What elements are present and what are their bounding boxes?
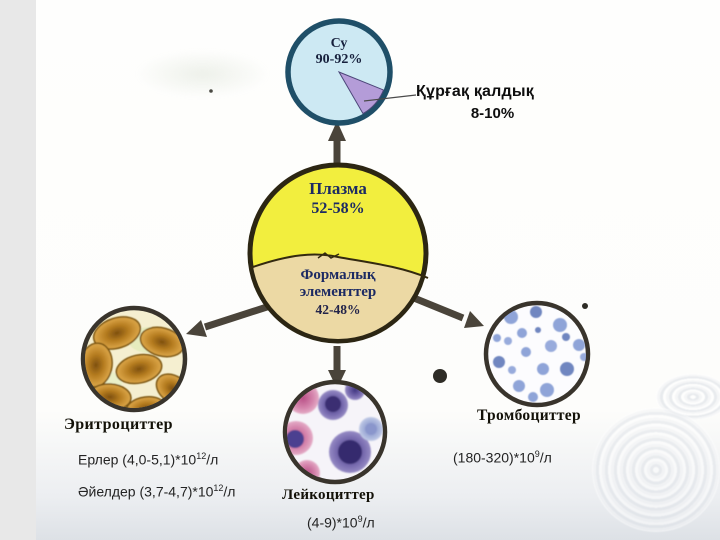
value-unit: /л <box>206 451 219 468</box>
dry-residue-value: 8-10% <box>470 105 515 122</box>
leukocytes-value: (4-9)*109/л <box>307 514 375 531</box>
value-unit: /л <box>539 449 552 466</box>
value-exponent: 12 <box>196 451 207 461</box>
water-label: Су <box>330 36 348 51</box>
thrombocytes-label: Тромбоциттер <box>477 407 581 424</box>
arrow-down-right <box>407 292 465 322</box>
formed-elements-label-line2: элементтер <box>299 284 377 300</box>
value-text: Әйелдер (3,7-4,7)*10 <box>78 483 214 500</box>
arrow-down-left <box>203 302 272 331</box>
left-margin-strip <box>0 0 36 540</box>
thrombocytes-value: (180-320)*109/л <box>453 449 552 466</box>
dry-residue-slice <box>337 70 385 115</box>
value-unit: /л <box>223 483 236 500</box>
erythrocytes-value-men: Ерлер (4,0-5,1)*1012/л <box>78 451 218 468</box>
value-exponent: 9 <box>357 514 363 524</box>
leukocyte-micrograph <box>282 379 388 485</box>
erythrocyte-micrograph <box>80 305 188 413</box>
water-pie-chart <box>285 18 417 126</box>
plasma-value: 52-58% <box>311 200 365 217</box>
value-text: (180-320)*10 <box>453 449 535 466</box>
value-exponent: 12 <box>213 483 224 493</box>
plasma-circle <box>247 162 429 344</box>
formed-elements-value: 42-48% <box>315 302 361 317</box>
value-text: (4-9)*10 <box>307 514 358 531</box>
water-value: 90-92% <box>315 51 363 67</box>
ink-dots <box>209 89 588 383</box>
erythrocytes-label: Эритроциттер <box>64 416 173 433</box>
ripple-decoration-large <box>592 408 720 532</box>
formed-elements-segment <box>252 254 424 339</box>
callout-leader-line <box>363 94 417 102</box>
thrombocyte-micrograph <box>483 300 591 408</box>
thrombocyte-cells <box>493 305 586 402</box>
value-text: Ерлер (4,0-5,1)*10 <box>78 451 197 468</box>
plasma-divider-line <box>249 253 429 279</box>
arrows <box>186 121 484 389</box>
value-exponent: 9 <box>534 449 540 459</box>
leukocytes-label: Лейкоциттер <box>282 487 375 503</box>
plasma-label: Плазма <box>309 179 367 198</box>
value-unit: /л <box>362 514 375 531</box>
formed-elements-label-line1: Формалық <box>300 267 376 283</box>
scan-ghost-artifact <box>135 50 270 98</box>
dry-residue-label: Құрғақ қалдық <box>416 83 534 100</box>
erythrocytes-value-women: Әйелдер (3,7-4,7)*1012/л <box>78 483 235 500</box>
water-segment-label: Су 90-92% <box>294 36 384 67</box>
